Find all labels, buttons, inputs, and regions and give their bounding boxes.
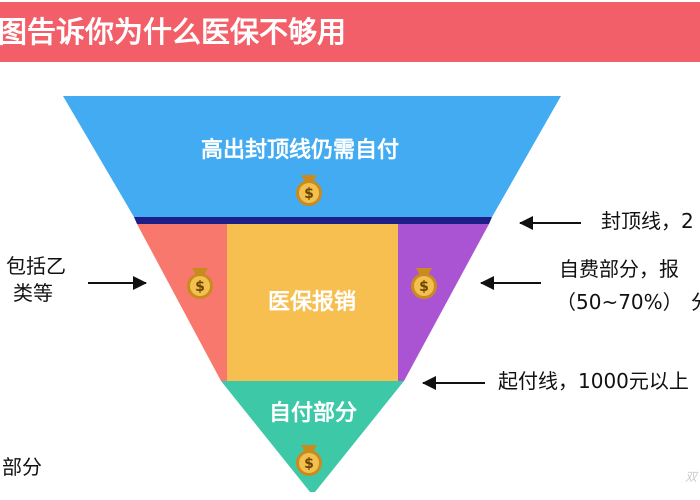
- top-section-label: 高出封顶线仍需自付: [201, 137, 399, 163]
- svg-text:$: $: [304, 456, 314, 472]
- self-pay-percentage-tail: 分: [691, 290, 700, 314]
- threshold-arrow: [422, 376, 485, 390]
- left-annotation-line1: 包括乙: [6, 254, 66, 278]
- ceiling-annotation: 封顶线，2: [601, 209, 694, 233]
- left-annotation-line2: 类等: [13, 281, 53, 305]
- threshold-annotation: 起付线，1000元以上: [498, 369, 689, 393]
- banner-title: 图告诉你为什么医保不够用: [0, 15, 347, 49]
- watermark-text: 双: [685, 470, 698, 484]
- self-pay-annotation: 自费部分，报: [559, 257, 679, 281]
- right-wedge-section: [398, 224, 489, 381]
- svg-text:$: $: [195, 279, 205, 295]
- self-pay-arrow: [480, 276, 541, 290]
- svg-text:$: $: [304, 186, 314, 202]
- money-bag-icon: $: [296, 445, 322, 476]
- title-banner: 图告诉你为什么医保不够用: [0, 2, 700, 62]
- money-bag-icon: $: [187, 268, 213, 299]
- bottom-section: [221, 381, 404, 492]
- money-bag-icon: $: [411, 268, 437, 299]
- money-bag-icon: $: [296, 175, 322, 206]
- left-to-wedge-arrow: [88, 276, 147, 290]
- ceiling-arrow: [519, 216, 581, 230]
- middle-section: [227, 224, 398, 381]
- left-bottom-annotation: 部分: [2, 455, 42, 479]
- top-section: [63, 96, 561, 217]
- ceiling-line: [134, 217, 492, 224]
- self-pay-percentage-annotation: （50~70%）: [556, 290, 683, 314]
- svg-text:$: $: [419, 279, 429, 295]
- middle-section-label: 医保报销: [268, 290, 356, 315]
- bottom-section-label: 自付部分: [269, 400, 357, 426]
- left-wedge-section: [137, 224, 227, 381]
